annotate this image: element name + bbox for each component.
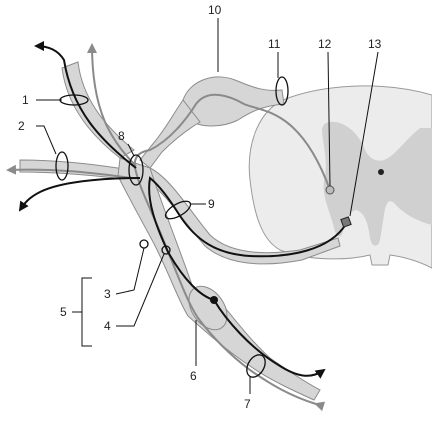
ring-8 (128, 154, 144, 186)
label-7: 7 (244, 397, 251, 411)
leader-12 (327, 51, 331, 187)
label-13: 13 (368, 37, 382, 51)
label-2: 2 (18, 119, 25, 133)
leader-13 (349, 51, 379, 217)
sensory-neuron-terminal (325, 185, 335, 195)
label-3: 3 (104, 287, 111, 301)
motor-fiber-up (34, 41, 137, 169)
leader-2 (36, 125, 57, 155)
dorsal-ramus (61, 61, 135, 159)
motor-fiber (148, 176, 347, 379)
label-8: 8 (118, 129, 125, 143)
synapse-node (210, 296, 218, 304)
label-12: 12 (318, 37, 332, 51)
label-4: 4 (104, 319, 111, 333)
label-9: 9 (208, 197, 215, 211)
label-6: 6 (190, 369, 197, 383)
ring-3 (139, 239, 149, 249)
gray-matter (322, 121, 432, 246)
label-1: 1 (22, 93, 29, 107)
leader-8 (127, 143, 135, 157)
motor-fiber-left (18, 177, 141, 212)
ring-2 (55, 151, 69, 181)
label-10: 10 (208, 3, 222, 17)
bracket-5 (81, 277, 92, 347)
label-5: 5 (60, 305, 67, 319)
ring-4 (161, 245, 171, 255)
ring-9 (164, 200, 192, 220)
leader-3 (115, 247, 145, 295)
sensory-fiber (133, 93, 331, 412)
ring-11 (275, 76, 289, 106)
dorsal-root-ganglion (182, 76, 285, 127)
label-11: 11 (268, 37, 281, 51)
sensory-fiber-up (87, 43, 137, 167)
leader-4 (116, 253, 165, 327)
central-canal (378, 169, 384, 175)
motor-neuron-cell-body (340, 216, 352, 228)
sensory-fiber-left (6, 164, 133, 179)
